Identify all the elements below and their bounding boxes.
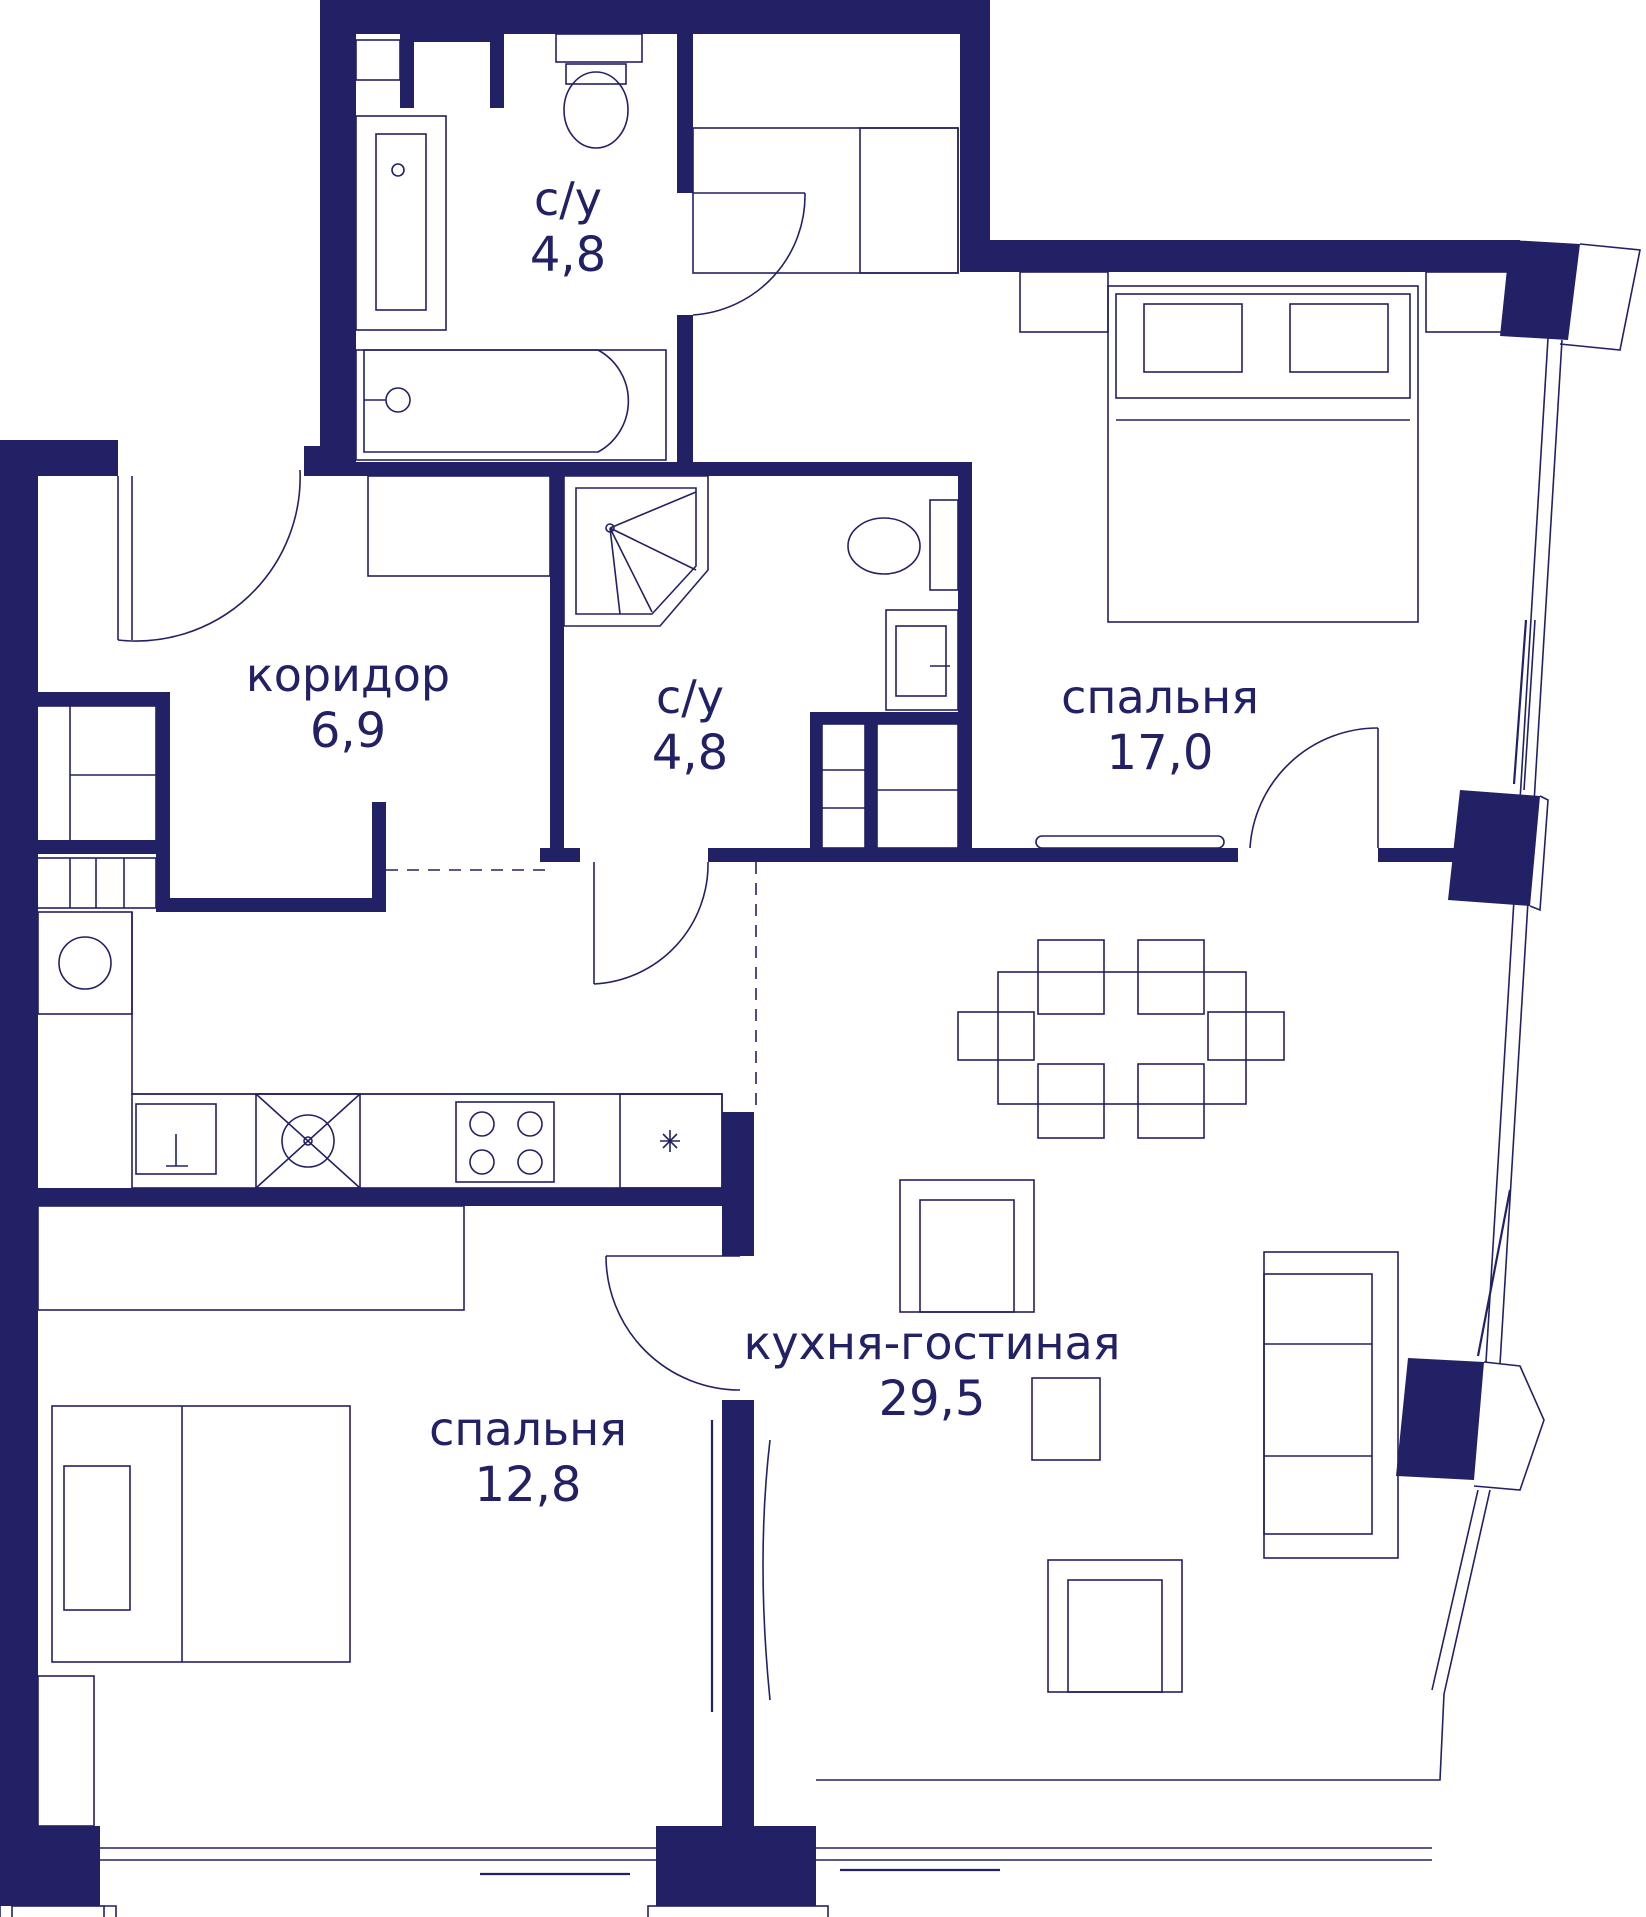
room-area: 12,8 bbox=[474, 1457, 582, 1513]
room-name: кухня-гостиная bbox=[743, 1316, 1121, 1370]
room-name: с/у bbox=[533, 172, 602, 226]
kitchen-furniture bbox=[37, 911, 723, 1189]
living-furniture bbox=[899, 939, 1399, 1693]
room-name: спальня bbox=[1061, 670, 1259, 724]
room-name: спальня bbox=[429, 1402, 627, 1456]
room-area: 6,9 bbox=[309, 703, 387, 759]
room-area: 4,8 bbox=[529, 227, 607, 283]
room-area: 17,0 bbox=[1106, 725, 1214, 781]
room-label-bedroom-large: спальня 17,0 bbox=[1061, 670, 1259, 782]
room-area: 4,8 bbox=[651, 725, 729, 781]
corridor-fixtures bbox=[367, 475, 551, 577]
bath-upper-fixtures bbox=[355, 33, 959, 461]
room-label-corridor: коридор 6,9 bbox=[246, 648, 450, 760]
room-label-bedroom-small: спальня 12,8 bbox=[429, 1402, 627, 1514]
bath-lower-fixtures bbox=[563, 475, 959, 711]
walls bbox=[0, 0, 1580, 1906]
windows bbox=[0, 243, 1641, 1917]
room-name: с/у bbox=[655, 670, 724, 724]
bedroom-small-furniture bbox=[37, 1205, 465, 1827]
room-label-kitchen-living: кухня-гостиная 29,5 bbox=[744, 1316, 1121, 1428]
bedroom-large-furniture bbox=[1019, 271, 1511, 849]
room-label-bath-lower: с/у 4,8 bbox=[652, 670, 728, 782]
room-area: 29,5 bbox=[878, 1371, 986, 1427]
room-label-bath-upper: с/у 4,8 bbox=[530, 172, 606, 284]
room-name: коридор bbox=[245, 648, 451, 702]
doors bbox=[117, 192, 1379, 1712]
